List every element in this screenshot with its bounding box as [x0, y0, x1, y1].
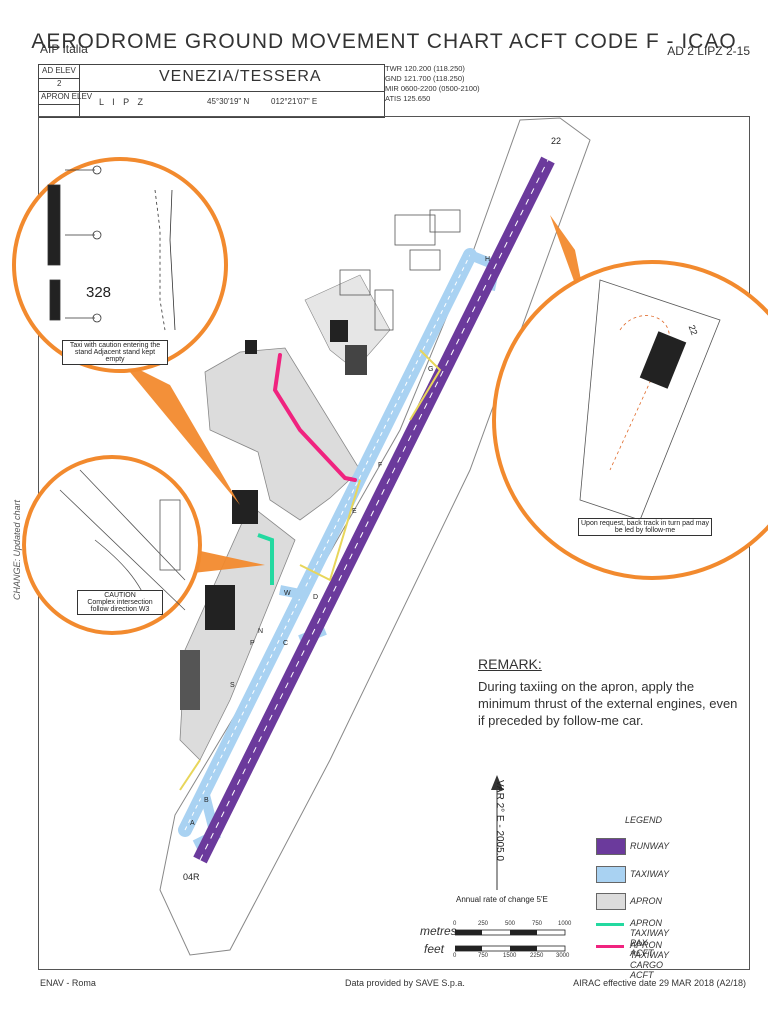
- legend-title: LEGEND: [625, 815, 663, 825]
- metres-tick-500: 500: [505, 921, 516, 927]
- legend-swatch-cargo: [596, 945, 624, 948]
- metres-tick-750: 750: [532, 921, 543, 927]
- taxiway-label-h: H: [485, 256, 491, 263]
- taxiway-label-p: P: [250, 640, 255, 647]
- stand-note: Taxi with caution entering the stand Adj…: [62, 340, 168, 365]
- page-reference: AD 2 LIPZ 2-15: [667, 44, 750, 58]
- cargo-taxi-route: [272, 353, 357, 482]
- stand-number: 328: [86, 284, 112, 301]
- footer-center: Data provided by SAVE S.p.a.: [345, 978, 465, 988]
- remark-title: REMARK:: [478, 656, 542, 672]
- scale-metres-label: metres: [420, 924, 457, 938]
- legend-swatch-apron: [596, 893, 626, 910]
- taxiway-label-b: B: [204, 797, 209, 804]
- metres-tick-250: 250: [478, 921, 489, 927]
- metres-tick-1000: 1000: [558, 921, 572, 927]
- freq-twr: TWR 120.200 (118.250): [385, 64, 465, 73]
- freq-atis: ATIS 125.650: [385, 94, 431, 103]
- runway-end-ne: 22: [551, 136, 562, 146]
- footer-left: ENAV - Roma: [40, 978, 96, 988]
- airport-name: VENEZIA/TESSERA: [159, 68, 322, 85]
- main-apron: [204, 347, 361, 521]
- annual-rate: Annual rate of change 5'E: [456, 895, 548, 904]
- runway-end-sw: 04R: [183, 872, 200, 882]
- secondary-runway-edges: [179, 349, 442, 791]
- footer-right: AIRAC effective date 29 MAR 2018 (A2/18): [573, 978, 746, 988]
- legend-label-cargo: APRON TAXIWAY CARGO ACFT: [630, 940, 669, 980]
- latitude: 45°30'19" N: [207, 97, 250, 106]
- frequency-list: TWR 120.200 (118.250) GND 121.700 (118.2…: [385, 64, 480, 104]
- magnetic-variation: VAR 2° E - 2005.0: [494, 780, 505, 862]
- ad-elev-value: 2: [57, 79, 62, 88]
- callout-cone-stand: [120, 360, 240, 505]
- scale-bars: [455, 929, 566, 952]
- feet-tick-3000: 3000: [556, 953, 570, 959]
- callout-circle-turnpad: [492, 260, 768, 580]
- taxiway-label-c: C: [283, 640, 289, 647]
- legend-swatch-taxiway: [596, 866, 626, 883]
- pax-taxi-route: [257, 533, 274, 585]
- taxiway-label-e: E: [352, 508, 357, 515]
- taxiway-label-a: A: [190, 820, 195, 827]
- scale-feet-label: feet: [424, 942, 445, 956]
- legend-label-taxiway: TAXIWAY: [630, 869, 670, 879]
- taxiway-label-d: D: [313, 594, 319, 601]
- stand-detail: [47, 165, 176, 331]
- caution-title: CAUTION: [104, 592, 136, 599]
- caution-detail: [59, 469, 186, 611]
- legend-label-pax: APRON TAXIWAY PAX ACFT: [630, 918, 669, 958]
- caution-callout: CAUTION Complex intersection follow dire…: [77, 590, 163, 615]
- caution-text: Complex intersection follow direction W3: [87, 599, 153, 613]
- apron-elev-label: APRON ELEV: [41, 92, 93, 101]
- feet-tick-2250: 2250: [530, 953, 544, 959]
- terminal-buildings: [180, 320, 367, 710]
- taxiway-label-s: S: [230, 682, 235, 689]
- feet-tick-0: 0: [453, 953, 457, 959]
- legend-swatch-pax: [596, 923, 624, 926]
- feet-tick-1500: 1500: [503, 953, 517, 959]
- callout-circle-caution: [22, 455, 202, 635]
- remark-text: During taxiing on the apron, apply the m…: [478, 679, 738, 728]
- freq-gnd: GND 121.700 (118.250): [385, 74, 465, 83]
- legend-label-apron: APRON: [630, 896, 663, 906]
- chart-title: AERODROME GROUND MOVEMENT CHART ACFT COD…: [31, 30, 737, 53]
- north-arrow-head: [491, 775, 503, 790]
- taxiway-label-n: N: [258, 628, 264, 635]
- legend-label-runway: RUNWAY: [630, 841, 670, 851]
- north-structures: [339, 209, 461, 331]
- feet-tick-750: 750: [478, 953, 489, 959]
- longitude: 012°21'07" E: [271, 97, 318, 106]
- legend-swatch-runway: [596, 838, 626, 855]
- freq-hours: MIR 0600-2200 (0500-2100): [385, 84, 480, 93]
- publication-label: AIP Italia: [40, 42, 88, 56]
- taxiway-label-g: G: [428, 366, 434, 373]
- aerodrome-info-table: AD ELEV 2 APRON ELEV VENEZIA/TESSERA L I…: [38, 64, 385, 118]
- taxiway-label-f: F: [378, 462, 383, 469]
- taxiway-label-w: W: [284, 590, 291, 597]
- metres-tick-0: 0: [453, 921, 457, 927]
- icao-code: L I P Z: [99, 97, 147, 107]
- ad-elev-label: AD ELEV: [42, 66, 76, 75]
- turnpad-note: Upon request, back track in turn pad may…: [578, 518, 712, 536]
